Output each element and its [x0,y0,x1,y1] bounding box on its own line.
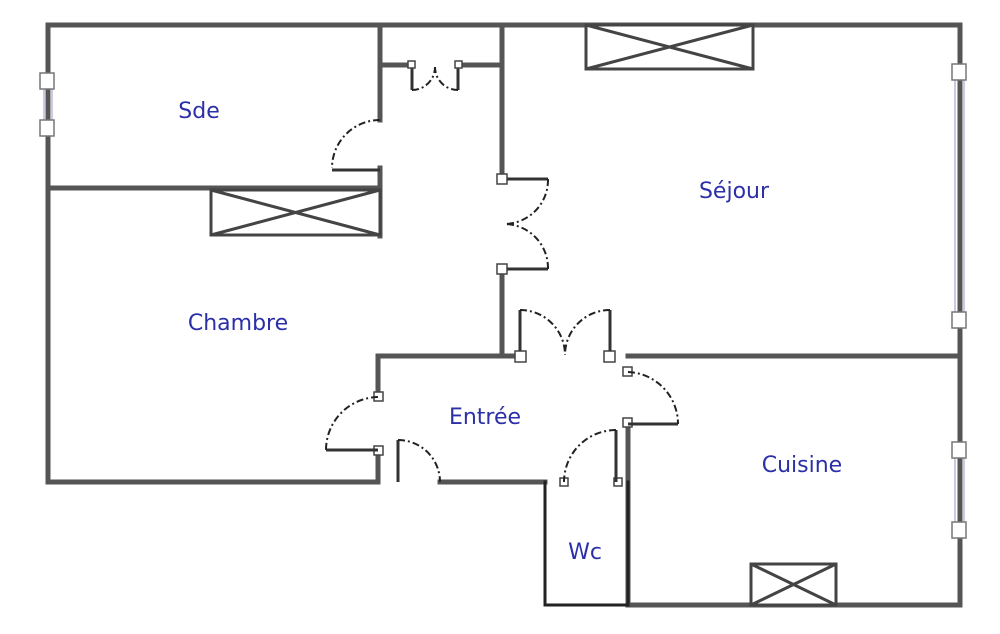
door-chambre-arc [325,396,379,451]
room-label-entree: Entrée [449,405,521,430]
wc-wall [543,480,630,607]
door-sejour-arc-bottom [503,223,550,270]
outer-wall-left [45,22,381,485]
window-sejour-jamb-top [951,63,967,81]
door-wc-jamb-right [613,477,623,487]
door-entree-sejour-jamb-left [514,350,527,363]
interior-walls [45,22,963,608]
window-sde-jamb-bottom [39,119,55,137]
doors [325,60,679,487]
door-entree-sejour-arc-left [519,309,566,356]
door-entree-sejour-jamb-right [603,350,616,363]
duct-sejour [584,23,755,71]
door-wc-arc [563,429,617,483]
door-sejour-jamb-top [496,173,508,185]
window-cuisine-jamb-top [951,441,967,459]
window-sejour-jamb-bottom [951,311,967,329]
duct-chambre [209,188,382,237]
wc-walls [543,480,630,607]
door-entree-sejour-arc-right [564,309,611,356]
window-cuisine-jamb-bottom [951,521,967,539]
room-label-wc: Wc [568,540,602,565]
room-labels: Sde Séjour Chambre Entrée Cuisine Wc [178,99,842,565]
door-front-arc [397,439,441,483]
door-cuisine-arc [627,371,679,425]
window-sde-jamb-top [39,72,55,90]
windows [39,63,967,539]
door-sde-arc [331,119,381,169]
door-sejour-arc-top [503,178,550,225]
door-sejour-jamb-bottom [496,263,508,275]
room-label-sde: Sde [178,99,219,124]
duct-cuisine [749,562,838,607]
door-corridor-arc-left [411,66,436,91]
room-label-chambre: Chambre [188,311,288,336]
room-label-cuisine: Cuisine [762,453,842,478]
door-corridor-arc-right [434,66,459,91]
room-label-sejour: Séjour [699,179,770,204]
